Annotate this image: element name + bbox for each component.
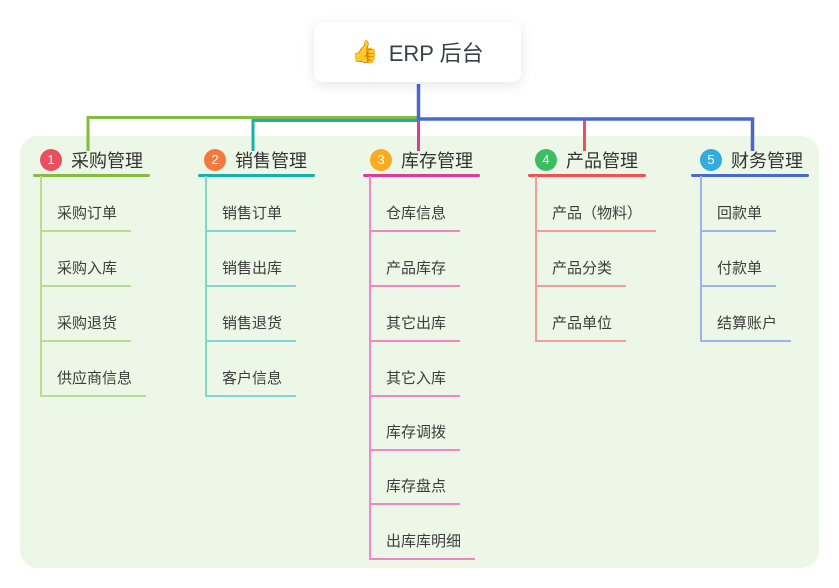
branch-label: 库存管理 (401, 151, 473, 171)
root-label: ERP 后台 (388, 41, 484, 66)
branch-underline (363, 174, 480, 177)
node-purchase-order[interactable]: 采购订单 (40, 205, 132, 232)
root-node[interactable]: 👍 ERP 后台 (314, 22, 521, 82)
branch-number-badge: 5 (700, 149, 722, 171)
node-stock-count[interactable]: 库存盘点 (369, 478, 461, 505)
node-sales-outbound[interactable]: 销售出库 (205, 260, 297, 287)
branch-underline (198, 174, 315, 177)
branch-number-badge: 1 (40, 149, 62, 171)
branch-child-connector (700, 176, 702, 341)
branch-child-connector (535, 176, 537, 341)
node-sales-return[interactable]: 销售退货 (205, 315, 297, 342)
branch-label: 销售管理 (235, 151, 307, 171)
node-other-outbound[interactable]: 其它出库 (369, 315, 461, 342)
node-product-unit[interactable]: 产品单位 (535, 315, 627, 342)
branch-child-connector (369, 176, 371, 560)
branch-label: 财务管理 (731, 151, 803, 171)
node-supplier-info[interactable]: 供应商信息 (40, 370, 147, 397)
branch-underline (33, 174, 150, 177)
node-receipt-bill[interactable]: 回款单 (700, 205, 777, 232)
branch-number-badge: 4 (535, 149, 557, 171)
branch-number-badge: 2 (204, 149, 226, 171)
branch-header-inventory[interactable]: 3 库存管理 (370, 148, 473, 172)
node-product-stock[interactable]: 产品库存 (369, 260, 461, 287)
node-sales-order[interactable]: 销售订单 (205, 205, 297, 232)
branch-underline (691, 174, 809, 177)
branch-header-sales[interactable]: 2 销售管理 (204, 148, 307, 172)
branch-label: 采购管理 (71, 151, 143, 171)
node-purchase-inbound[interactable]: 采购入库 (40, 260, 132, 287)
branch-label: 产品管理 (566, 151, 638, 171)
node-purchase-return[interactable]: 采购退货 (40, 315, 132, 342)
node-stock-transfer[interactable]: 库存调拨 (369, 424, 461, 451)
branch-header-finance[interactable]: 5 财务管理 (700, 148, 803, 172)
branch-underline (528, 174, 646, 177)
node-customer-info[interactable]: 客户信息 (205, 370, 297, 397)
node-outbound-detail[interactable]: 出库库明细 (369, 533, 476, 560)
node-other-inbound[interactable]: 其它入库 (369, 370, 461, 397)
branch-header-purchase[interactable]: 1 采购管理 (40, 148, 143, 172)
thumbs-up-icon: 👍 (351, 39, 379, 64)
node-warehouse-info[interactable]: 仓库信息 (369, 205, 461, 232)
branch-number-badge: 3 (370, 149, 392, 171)
node-product-material[interactable]: 产品（物料） (535, 205, 657, 232)
node-product-category[interactable]: 产品分类 (535, 260, 627, 287)
branch-header-product[interactable]: 4 产品管理 (535, 148, 638, 172)
branches-background-panel (20, 136, 819, 568)
node-payment-bill[interactable]: 付款单 (700, 260, 777, 287)
node-settlement-account[interactable]: 结算账户 (700, 315, 792, 342)
